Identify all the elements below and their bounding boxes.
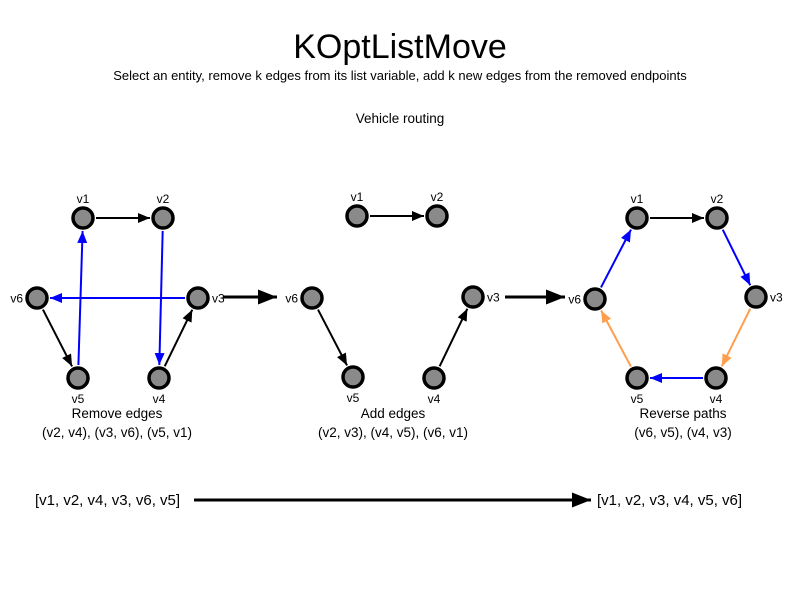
edge-v6-v5 bbox=[42, 309, 73, 367]
graph-remove-edges: v1 v2 v3 v6 v5 v4 bbox=[10, 192, 225, 406]
edge-v5-v6 bbox=[600, 310, 632, 367]
node-label-v4: v4 bbox=[710, 392, 723, 406]
node-v3 bbox=[461, 285, 485, 309]
edge-v2-v3 bbox=[721, 229, 752, 286]
node-label-v4: v4 bbox=[428, 392, 441, 406]
node-v1 bbox=[625, 206, 649, 230]
node-label-v1: v1 bbox=[631, 192, 644, 206]
reverse-paths-label: Reverse paths bbox=[639, 406, 726, 421]
node-label-v1: v1 bbox=[351, 190, 364, 204]
node-v2 bbox=[151, 206, 175, 230]
section-caption: Vehicle routing bbox=[356, 111, 445, 126]
edge-v6-v5 bbox=[317, 309, 348, 366]
node-label-v6: v6 bbox=[568, 293, 581, 307]
node-v4 bbox=[422, 366, 446, 390]
node-v5 bbox=[341, 365, 365, 389]
node-label-v6: v6 bbox=[285, 292, 298, 306]
edge-v5-v1 bbox=[77, 230, 88, 366]
node-v5 bbox=[66, 366, 90, 390]
node-label-v5: v5 bbox=[347, 391, 360, 405]
graph-add-edges: v1 v2 v3 v6 v5 v4 bbox=[285, 190, 500, 406]
remove-edges-label: Remove edges bbox=[72, 406, 163, 421]
edge-v4-v3 bbox=[438, 308, 469, 367]
node-v6 bbox=[583, 287, 607, 311]
remove-edges-detail: (v2, v4), (v3, v6), (v5, v1) bbox=[42, 425, 192, 440]
edge-v4-v3 bbox=[163, 309, 194, 367]
node-label-v3: v3 bbox=[487, 291, 500, 305]
node-v3 bbox=[744, 285, 768, 309]
node-label-v5: v5 bbox=[72, 392, 85, 406]
add-edges-detail: (v2, v3), (v4, v5), (v6, v1) bbox=[318, 425, 468, 440]
node-v1 bbox=[71, 206, 95, 230]
reverse-paths-detail: (v6, v5), (v4, v3) bbox=[634, 425, 732, 440]
node-v6 bbox=[25, 286, 49, 310]
node-label-v3: v3 bbox=[770, 291, 783, 305]
node-label-v2: v2 bbox=[431, 190, 444, 204]
before-list: [v1, v2, v4, v3, v6, v5] bbox=[35, 492, 180, 509]
flow-arrows-layer bbox=[194, 289, 591, 508]
node-v2 bbox=[425, 204, 449, 228]
page-subtitle: Select an entity, remove k edges from it… bbox=[113, 68, 687, 83]
node-v6 bbox=[300, 286, 324, 310]
node-label-v2: v2 bbox=[157, 192, 170, 206]
graphs-layer: v1 v2 v3 v6 v5 v4 v1 v2 v3 v6 v5 v4 v1 v2 v3 v6 v5 v4 bbox=[10, 190, 783, 406]
node-label-v3: v3 bbox=[212, 292, 225, 306]
node-v1 bbox=[345, 204, 369, 228]
page-title: KOptListMove bbox=[293, 28, 507, 66]
node-v5 bbox=[625, 366, 649, 390]
node-v4 bbox=[704, 366, 728, 390]
after-list: [v1, v2, v3, v4, v5, v6] bbox=[597, 492, 742, 509]
node-v4 bbox=[147, 366, 171, 390]
node-label-v5: v5 bbox=[631, 392, 644, 406]
node-label-v1: v1 bbox=[77, 192, 90, 206]
node-v2 bbox=[705, 206, 729, 230]
node-label-v2: v2 bbox=[711, 192, 724, 206]
edge-v6-v1 bbox=[600, 229, 632, 288]
node-v3 bbox=[186, 286, 210, 310]
node-label-v4: v4 bbox=[153, 392, 166, 406]
node-label-v6: v6 bbox=[10, 292, 23, 306]
edge-v3-v4 bbox=[720, 308, 752, 367]
graph-reverse-paths: v1 v2 v3 v6 v5 v4 bbox=[568, 192, 783, 406]
add-edges-label: Add edges bbox=[361, 406, 426, 421]
